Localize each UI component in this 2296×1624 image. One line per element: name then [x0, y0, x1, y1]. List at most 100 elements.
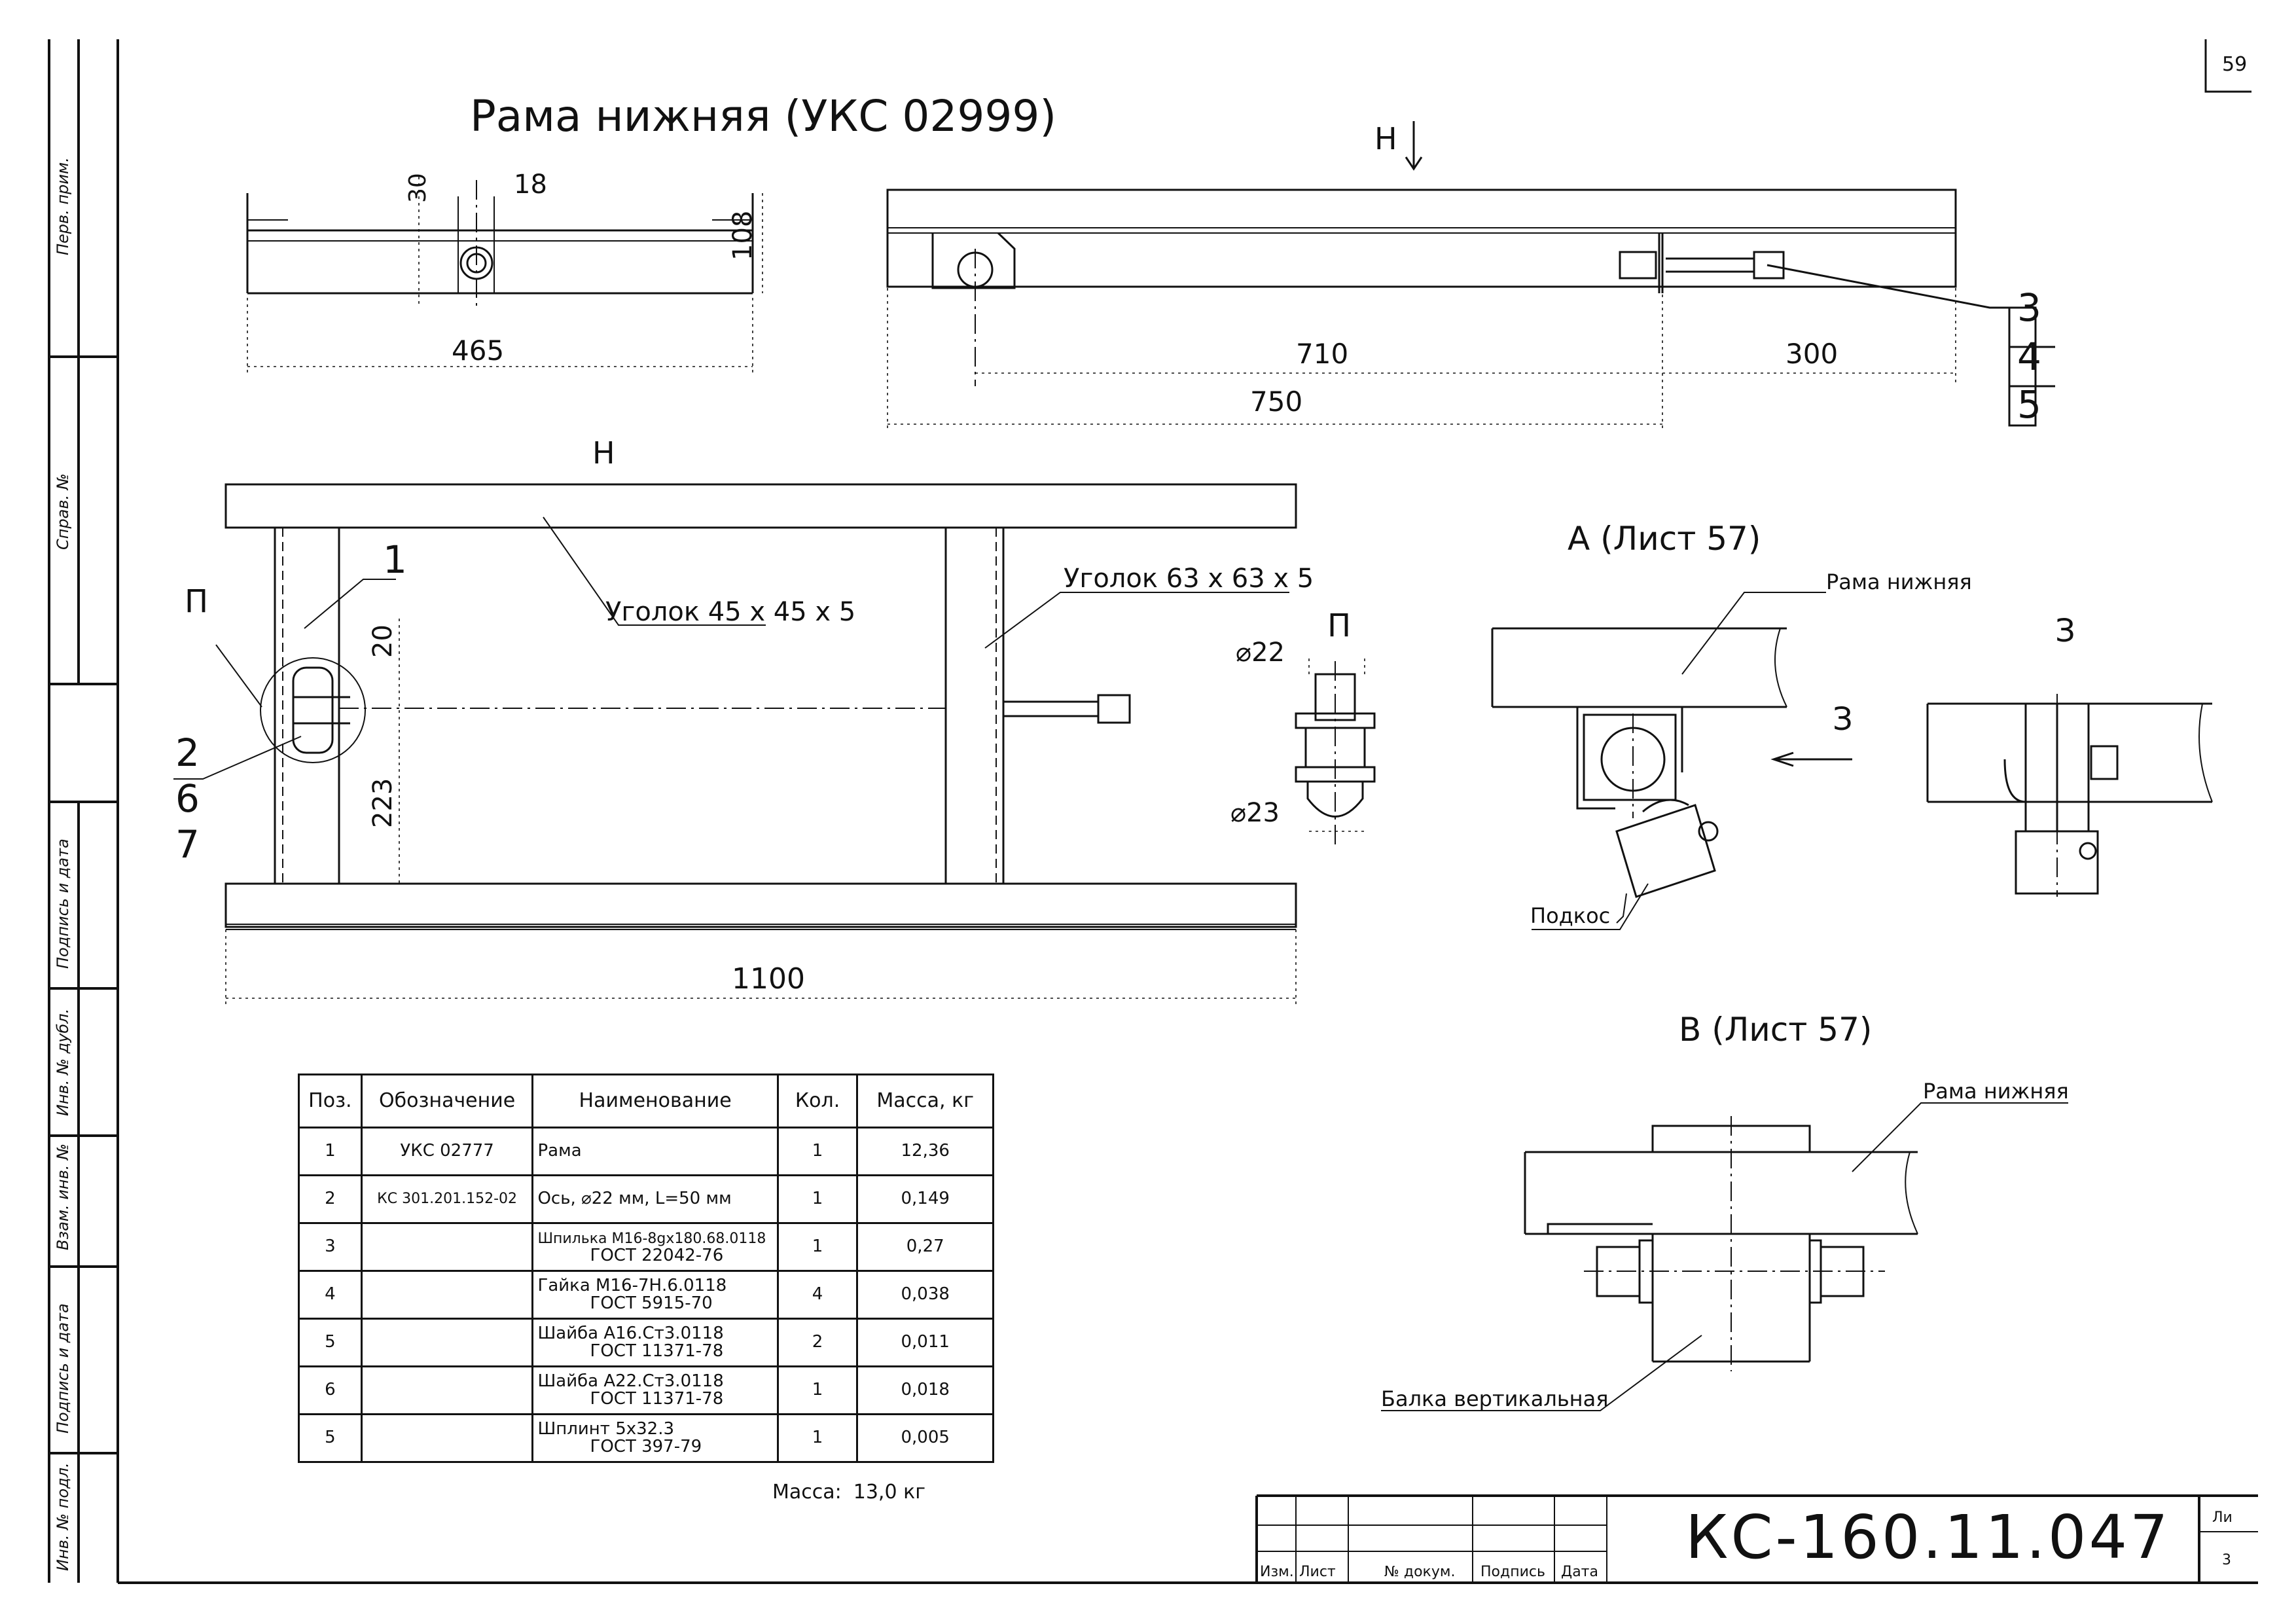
view-a [1491, 592, 1852, 930]
spec-name-line1: Гайка М16-7Н.6.0118 [537, 1275, 727, 1295]
side-label-sprav: Справ. № [54, 473, 72, 550]
view-b [1381, 1102, 2068, 1411]
spec-mass: 0,038 [856, 1270, 994, 1320]
callout-2: 2 [175, 731, 200, 775]
spec-name-line1: Рама [537, 1141, 582, 1161]
side-label-podpis-data-2: Подпись и дата [54, 1303, 72, 1434]
spec-name-line1: Шайба А16.Ст3.0118 [537, 1323, 724, 1343]
spec-pos: 4 [298, 1270, 363, 1320]
spec-qty: 1 [776, 1174, 859, 1224]
spec-mass: 12,36 [856, 1127, 994, 1176]
spec-qty: 1 [776, 1222, 859, 1272]
spec-code [360, 1270, 534, 1320]
specification-table: Поз. Обозначение Наименование Кол. Масса… [298, 1074, 994, 1463]
view-a-frame-label: Рама нижняя [1826, 569, 1972, 594]
dim-223: 223 [368, 778, 398, 828]
dim-465: 465 [452, 334, 504, 367]
view-a-title: А (Лист 57) [1568, 520, 1761, 558]
side-label-inv-podl: Инв. № подл. [54, 1462, 72, 1571]
spec-name-line1: Шплинт 5х32.3 [537, 1418, 675, 1439]
table-row: 2 КС 301.201.152-02 Ось, ⌀22 мм, L=50 мм… [298, 1174, 994, 1224]
side-label-inv-dubl: Инв. № дубл. [54, 1008, 72, 1116]
spec-name: Рама [531, 1127, 779, 1176]
angle-63-label: Уголок 63 х 63 х 5 [1064, 564, 1314, 594]
tb-izm: Изм. [1260, 1564, 1294, 1580]
spec-mass: 0,005 [856, 1413, 994, 1463]
tb-podpis: Подпись [1480, 1564, 1545, 1580]
side-label-podpis-data-1: Подпись и дата [54, 839, 72, 969]
total-mass: Масса:13,0 кг [772, 1481, 925, 1504]
view-b-title: В (Лист 57) [1679, 1011, 1872, 1049]
spec-header-code: Обозначение [360, 1074, 534, 1128]
detail-p-d22: ⌀22 [1236, 638, 1285, 668]
drawing-title: Рама нижняя (УКС 02999) [470, 91, 1056, 141]
main-plan-view [173, 483, 1297, 1008]
callout-4: 4 [2017, 334, 2041, 379]
spec-name-line2: ГОСТ 5915-70 [590, 1293, 713, 1313]
side-view [886, 121, 2055, 432]
top-view [246, 177, 763, 376]
view-a-brace-label: Подкос [1530, 903, 1610, 928]
view-a-arrow-label: З [1833, 701, 1853, 738]
spec-name-line2: ГОСТ 11371-78 [590, 1341, 724, 1361]
spec-header-row: Поз. Обозначение Наименование Кол. Масса… [298, 1074, 994, 1128]
view-b-beam-label: Балка вертикальная [1381, 1386, 1608, 1411]
spec-header-mass: Масса, кг [856, 1074, 994, 1128]
dim-300: 300 [1785, 338, 1838, 370]
spec-name: Ось, ⌀22 мм, L=50 мм [531, 1174, 779, 1224]
spec-name-line1: Шпилька М16-8gх180.68.0118 [537, 1230, 766, 1247]
spec-pos: 2 [298, 1174, 363, 1224]
spec-qty: 1 [776, 1127, 859, 1176]
spec-mass: 0,018 [856, 1365, 994, 1415]
page-number: 59 [2222, 53, 2247, 76]
dim-108: 108 [728, 211, 758, 261]
tb-list: Лист [1299, 1564, 1336, 1580]
spec-code [360, 1413, 534, 1463]
callout-6: 6 [175, 776, 200, 821]
callout-5: 5 [2017, 382, 2041, 427]
spec-qty: 1 [776, 1413, 859, 1463]
dim-18: 18 [514, 170, 547, 200]
dim-30: 30 [404, 173, 431, 203]
spec-mass: 0,27 [856, 1222, 994, 1272]
title-block-frame [1255, 1494, 2258, 1583]
callout-1: 1 [383, 537, 407, 582]
document-number: КС-160.11.047 [1685, 1502, 2171, 1572]
spec-name-line1: Ось, ⌀22 мм, L=50 мм [537, 1189, 732, 1209]
dim-710: 710 [1296, 338, 1348, 370]
side-view-label-n: Н [1374, 121, 1397, 156]
spec-header-qty: Кол. [776, 1074, 859, 1128]
spec-mass: 0,011 [856, 1318, 994, 1367]
tb-list-right: Ли [2212, 1509, 2233, 1526]
sheet-frame [48, 39, 2258, 1584]
total-mass-value: 13,0 кг [853, 1481, 925, 1504]
spec-header-pos: Поз. [298, 1074, 363, 1128]
detail-p-callout: П [185, 583, 208, 620]
spec-code: УКС 02777 [360, 1127, 534, 1176]
tb-n-dokum: № докум. [1384, 1564, 1455, 1580]
dim-750: 750 [1250, 386, 1302, 418]
spec-code [360, 1318, 534, 1367]
spec-code [360, 1365, 534, 1415]
dim-20: 20 [368, 624, 398, 658]
spec-qty: 2 [776, 1318, 859, 1367]
table-row: 1 УКС 02777 Рама 1 12,36 [298, 1127, 994, 1176]
main-view-label-n: Н [592, 435, 615, 471]
spec-name-line2: ГОСТ 11371-78 [590, 1389, 724, 1409]
spec-code: КС 301.201.152-02 [360, 1174, 534, 1224]
callout-3: 3 [2017, 285, 2041, 330]
spec-qty: 1 [776, 1365, 859, 1415]
view-b-frame-label: Рама нижняя [1923, 1079, 2069, 1104]
callout-7: 7 [175, 822, 200, 867]
spec-header-name: Наименование [531, 1074, 779, 1128]
spec-mass: 0,149 [856, 1174, 994, 1224]
tb-data: Дата [1561, 1564, 1598, 1580]
